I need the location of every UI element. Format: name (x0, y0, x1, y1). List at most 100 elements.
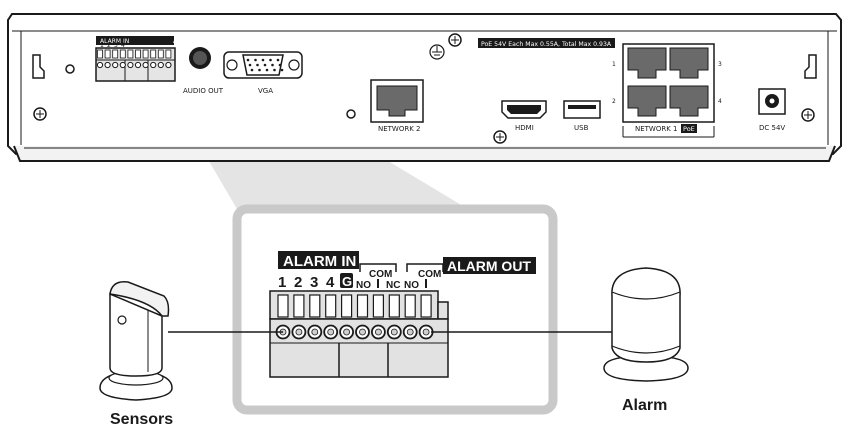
pin-label-ground: G (342, 274, 352, 289)
panel-hole (65, 64, 75, 74)
hdmi-label: HDMI (515, 124, 534, 132)
small-terminal-screw (119, 61, 126, 69)
vga-pin (261, 58, 265, 62)
terminal-screw-inner (311, 328, 319, 336)
poe-note-bg (478, 38, 615, 48)
small-pin-label: 3 (114, 42, 118, 49)
vga-pin (278, 63, 282, 67)
small-terminal-slot (150, 49, 157, 59)
alarm-in-label: ALARM IN (283, 253, 356, 270)
pin-label-2: 2 (294, 274, 302, 291)
audio-out-jack (189, 47, 211, 69)
vga-pin (271, 63, 274, 67)
vga-pin (246, 58, 250, 62)
panel-hole (346, 109, 356, 119)
small-terminal-screw (165, 61, 172, 69)
sensor-device-icon (99, 281, 173, 401)
no-label-1: NO (356, 280, 371, 291)
small-terminal-screw (134, 61, 142, 69)
terminal-slot (277, 294, 289, 318)
alarm-terminal-block (269, 290, 449, 378)
terminal-slot (388, 294, 400, 318)
com-label-1: COM (369, 269, 392, 280)
port-number: 1 (612, 61, 616, 68)
network2-port (370, 79, 424, 123)
no-label-2: NO (404, 280, 419, 291)
vga-pin (250, 68, 254, 72)
small-terminal-slot (157, 49, 164, 59)
alarm-out-label: ALARM OUT (447, 258, 531, 274)
vga-pin (256, 63, 259, 67)
zoom-labels: ALARM IN ALARM OUT 1 2 3 4 G COM COM NO … (278, 251, 536, 291)
terminal-screw-inner (422, 328, 430, 336)
small-terminal-slot (112, 49, 119, 59)
alarm-siren-icon (603, 267, 689, 382)
small-pin-label: 2 (107, 42, 111, 49)
rj45-port (669, 85, 709, 117)
small-pin-label: 4 (121, 42, 125, 49)
port-number: 4 (718, 98, 722, 105)
vga-pin (254, 58, 257, 62)
usb-label: USB (574, 124, 589, 132)
screw-icon (33, 107, 47, 121)
vga-label: VGA (258, 87, 273, 95)
small-terminal-slot (97, 49, 103, 59)
vga-pin (258, 68, 261, 72)
terminal-screw-inner (359, 328, 366, 336)
small-terminal-screw (104, 61, 111, 69)
small-terminal-screw (142, 61, 149, 69)
terminal-screw-inner (295, 328, 303, 336)
dc-power-jack (758, 88, 786, 115)
terminal-slot (372, 294, 384, 318)
terminal-screw-inner (374, 328, 382, 336)
vga-port (223, 51, 303, 79)
vga-pin (265, 68, 269, 72)
terminal-slot (293, 294, 305, 318)
com-label-2: COM (418, 269, 441, 280)
terminal-screw-inner (343, 328, 351, 336)
vga-pin (269, 58, 272, 62)
hdmi-port (501, 100, 547, 119)
screw-icon (493, 130, 507, 144)
right-mount-slot (804, 54, 817, 79)
small-terminal-screw (150, 61, 157, 69)
network2-label: NETWORK 2 (378, 125, 421, 133)
screw-icon (801, 108, 815, 122)
terminal-screw-inner (327, 328, 335, 336)
port-number: 3 (718, 61, 722, 68)
small-terminal-slot (104, 49, 111, 59)
rj45-port (627, 85, 667, 117)
pin-label-3: 3 (310, 274, 318, 291)
rj45-port (669, 47, 709, 79)
port-number: 2 (612, 98, 616, 105)
small-terminal-slot (119, 49, 126, 59)
small-terminal-slot (135, 49, 141, 59)
vga-pin (276, 58, 280, 62)
network1-label: NETWORK 1 (635, 125, 678, 133)
alarm-label: Alarm (622, 397, 667, 414)
terminal-slot (341, 294, 353, 318)
left-mount-slot (32, 54, 45, 79)
small-pin-label: 1 (100, 42, 104, 49)
terminal-slot (325, 294, 337, 318)
vga-pin (248, 63, 252, 67)
audio-out-label: AUDIO OUT (183, 87, 224, 95)
small-terminal-slot (142, 49, 149, 59)
small-terminal-screw (157, 61, 164, 69)
sensors-label: Sensors (110, 411, 173, 428)
vga-pin (280, 68, 284, 72)
small-terminal-screw (127, 61, 134, 69)
small-terminal-slot (165, 49, 172, 59)
vga-pin (263, 63, 267, 67)
terminal-slot (420, 294, 432, 318)
terminal-slot (309, 294, 321, 318)
network1-block (622, 43, 715, 138)
terminal-screw-inner (406, 328, 414, 336)
nvr-rear-panel: ALARM IN ALARM OUT 1 2 3 4 AUDIO OUT VGA (7, 13, 842, 162)
nc-label: NC (386, 280, 400, 291)
small-terminal-slot (127, 49, 134, 59)
dc-label: DC 54V (759, 124, 785, 132)
usb-port (563, 100, 601, 119)
vga-pin (273, 68, 276, 72)
rj45-port (627, 47, 667, 79)
